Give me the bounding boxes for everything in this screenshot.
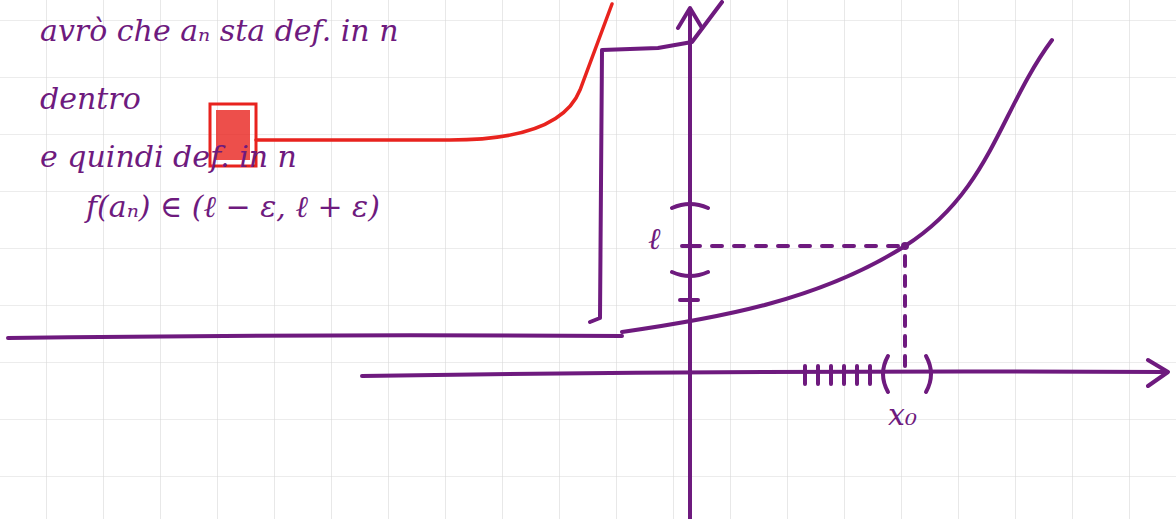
- tick-marks: [805, 366, 870, 384]
- point: [901, 242, 909, 250]
- interval-brackets: [672, 204, 708, 276]
- note-text: e quindi def. in n: [40, 140, 297, 173]
- curve: [622, 40, 1052, 332]
- interval-brackets: [883, 356, 931, 392]
- axis-label: ℓ: [648, 222, 661, 255]
- note-text: dentro: [40, 82, 141, 115]
- note-text: avrò che aₙ sta def. in n: [40, 14, 398, 47]
- bracket: [590, 2, 722, 322]
- axis-label: x₀: [888, 398, 917, 431]
- dashed-line: [712, 244, 900, 248]
- underline: [8, 335, 622, 338]
- y-axis: [678, 8, 702, 519]
- dashed-line: [903, 256, 907, 372]
- tick-marks: [680, 246, 700, 300]
- formula: f(aₙ) ∈ (ℓ − ε, ℓ + ε): [86, 190, 380, 223]
- x-axis: [362, 360, 1168, 386]
